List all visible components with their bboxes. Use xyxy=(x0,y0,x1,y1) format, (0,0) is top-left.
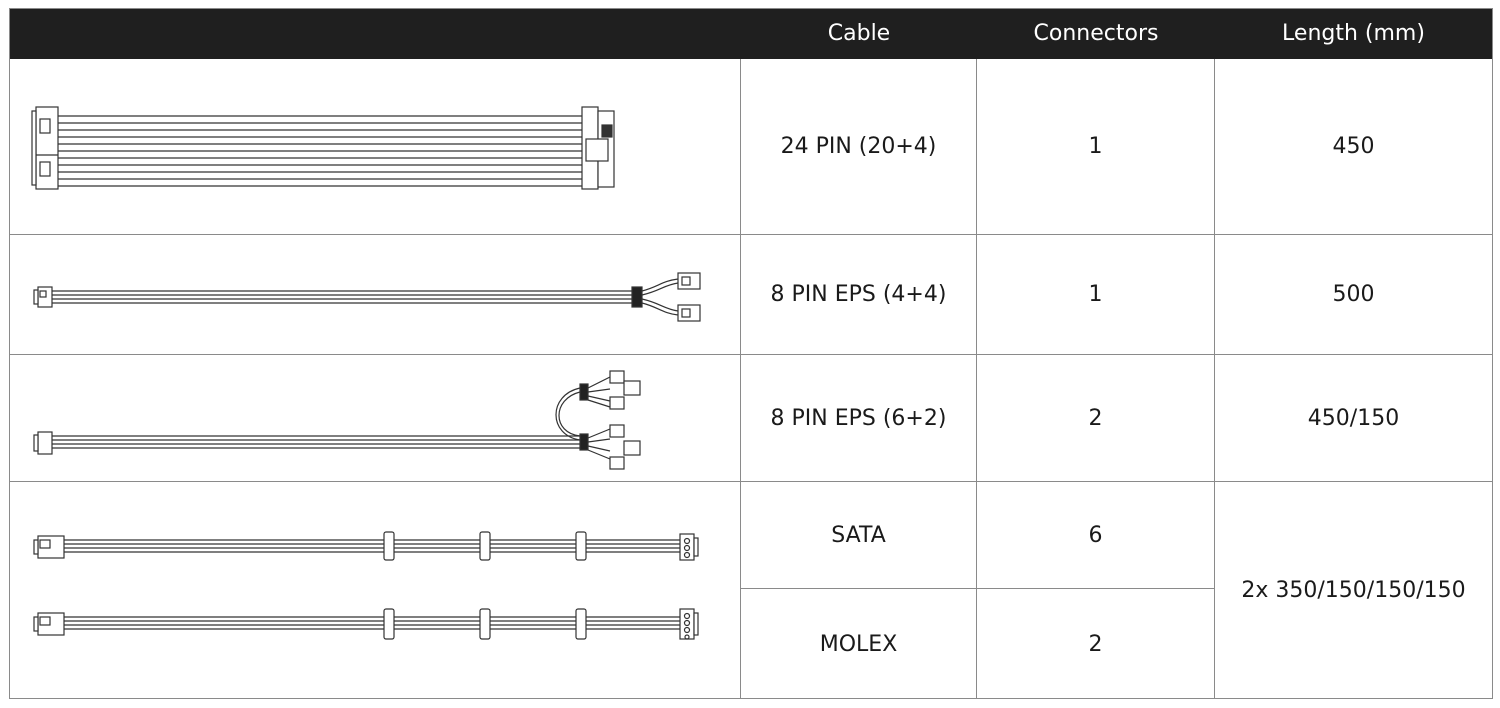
cable-8pin-eps-4plus4-illustration xyxy=(10,235,740,354)
header-connectors: Connectors xyxy=(1033,21,1159,46)
connectors-cell: 6 xyxy=(1088,522,1103,548)
cable-spec-table: Cable Connectors Length (mm) xyxy=(9,8,1493,699)
row-divider xyxy=(10,481,1492,482)
header-length: Length (mm) xyxy=(1282,21,1425,46)
cable-name-cell: 8 PIN EPS (4+4) xyxy=(770,282,947,307)
table-header: Cable Connectors Length (mm) xyxy=(10,9,1492,59)
cable-name-cell: 8 PIN EPS (6+2) xyxy=(770,405,947,431)
length-cell: 450/150 xyxy=(1307,405,1400,431)
connectors-cell: 1 xyxy=(1088,282,1103,307)
cable-24pin-illustration xyxy=(10,59,740,234)
column-divider xyxy=(976,59,977,699)
length-cell: 450 xyxy=(1332,134,1375,159)
header-cable: Cable xyxy=(827,21,891,46)
cable-8pin-eps-6plus2-illustration xyxy=(10,355,740,481)
length-cell: 500 xyxy=(1332,282,1375,307)
row-divider xyxy=(10,234,1492,235)
column-divider xyxy=(1214,59,1215,699)
row-divider xyxy=(741,588,1214,589)
cable-name-cell: 24 PIN (20+4) xyxy=(780,134,937,159)
connectors-cell: 2 xyxy=(1088,405,1103,431)
length-cell-merged: 2x 350/150/150/150 xyxy=(1241,578,1466,603)
cable-name-cell: MOLEX xyxy=(819,631,898,657)
cable-sata-molex-illustration xyxy=(10,482,740,699)
row-divider xyxy=(10,354,1492,355)
connectors-cell: 2 xyxy=(1088,631,1103,657)
cable-name-cell: SATA xyxy=(831,522,886,548)
connectors-cell: 1 xyxy=(1088,134,1103,159)
column-divider xyxy=(740,59,741,699)
